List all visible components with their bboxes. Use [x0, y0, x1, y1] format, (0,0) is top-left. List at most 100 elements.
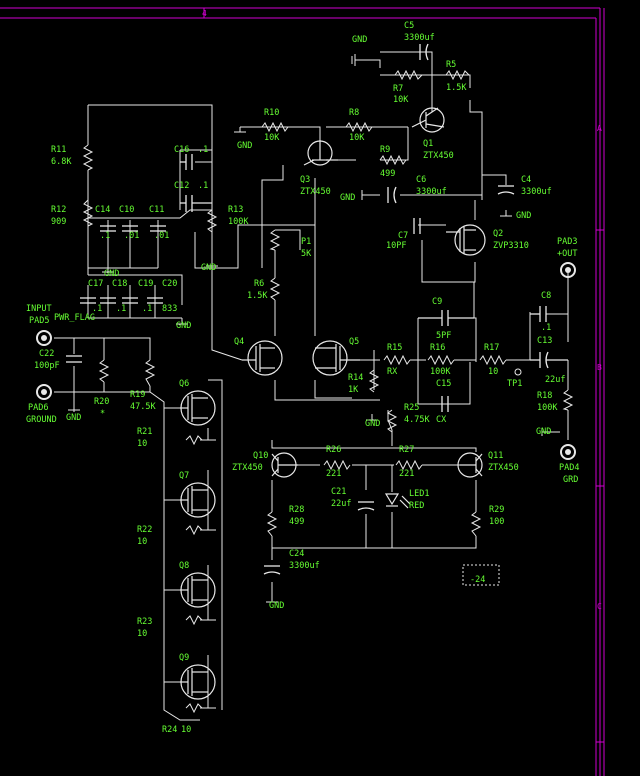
component-label: C4	[521, 175, 531, 185]
component-label: R6	[254, 279, 264, 289]
border-row-a: A	[597, 124, 602, 133]
component-label: C15	[436, 379, 451, 389]
component-label: 221	[399, 469, 414, 479]
c20-capacitor	[147, 297, 163, 304]
c18-capacitor	[100, 297, 116, 304]
component-label: .1	[142, 304, 152, 314]
component-label: .1	[92, 304, 102, 314]
r16-resistor	[427, 354, 455, 366]
q8-mosfet	[180, 572, 216, 608]
q6-mosfet	[180, 390, 216, 426]
q10-transistor	[271, 452, 298, 478]
q9-mosfet	[180, 664, 216, 700]
component-label: R10	[264, 108, 279, 118]
component-label: Q5	[349, 337, 359, 347]
component-label: R16	[430, 343, 445, 353]
component-label: .01	[154, 231, 169, 241]
wires	[54, 51, 569, 721]
c21-capacitor	[357, 501, 375, 511]
q11-transistor	[457, 452, 483, 478]
pad3-terminal	[560, 262, 576, 278]
r13-resistor	[206, 209, 218, 233]
r6-resistor	[269, 277, 281, 301]
component-label: 10PF	[386, 241, 406, 251]
component-label: 499	[289, 517, 304, 527]
component-label: 1K	[348, 385, 359, 395]
pads	[36, 262, 576, 460]
component-label: 833	[162, 304, 177, 314]
component-label: Q4	[234, 337, 244, 347]
component-label: R15	[387, 343, 402, 353]
q3-transistor	[303, 140, 338, 166]
component-label: R27	[399, 445, 414, 455]
component-label: 100K	[537, 403, 558, 413]
r26-resistor	[323, 459, 351, 471]
component-label: GND	[269, 601, 284, 611]
c19-capacitor	[122, 297, 138, 304]
q5-mosfet	[312, 340, 360, 376]
c22-capacitor	[66, 355, 82, 363]
r25-resistor	[386, 409, 398, 433]
component-label: RED	[409, 501, 424, 511]
resistors	[82, 69, 574, 714]
transistors	[180, 107, 486, 700]
pad4-terminal	[560, 444, 576, 460]
component-label: *	[100, 409, 105, 419]
pad5-terminal	[36, 330, 52, 346]
r29-resistor	[470, 511, 482, 537]
component-label: GND	[66, 413, 81, 423]
component-label: .01	[124, 231, 139, 241]
component-label: 1.5K	[247, 291, 268, 301]
c17-capacitor	[80, 297, 96, 304]
component-label: 10	[181, 725, 191, 735]
c10-capacitor	[122, 225, 138, 232]
component-label: -24	[470, 575, 485, 585]
component-label: R12	[51, 205, 66, 215]
component-label: GND	[536, 427, 551, 437]
component-label: RX	[387, 367, 398, 377]
r9-resistor	[379, 154, 407, 166]
component-label: C24	[289, 549, 304, 559]
component-label: 100K	[430, 367, 451, 377]
c8-capacitor	[530, 306, 547, 322]
component-label: R23	[137, 617, 152, 627]
r11-resistor	[82, 144, 94, 171]
component-label: 909	[51, 217, 66, 227]
component-label: +OUT	[557, 249, 577, 259]
component-label: GND	[104, 269, 119, 279]
component-label: R13	[228, 205, 243, 215]
component-label: Q8	[179, 561, 189, 571]
component-label: GND	[365, 419, 380, 429]
component-label: Q1	[423, 139, 433, 149]
component-label: 5PF	[436, 331, 451, 341]
border-row-c: C	[597, 602, 602, 611]
component-label: R7	[393, 84, 403, 94]
capacitors	[66, 43, 568, 575]
component-label: C17	[88, 279, 103, 289]
ground-symbols	[68, 54, 543, 603]
c6-capacitor	[387, 186, 397, 204]
component-label: R8	[349, 108, 359, 118]
q2-mosfet	[446, 224, 486, 256]
component-label: Q10	[253, 451, 268, 461]
r12-resistor	[82, 199, 94, 227]
component-label: C7	[398, 231, 408, 241]
c14-capacitor	[100, 225, 116, 232]
r20-resistor	[98, 359, 110, 383]
component-label: ZTX450	[488, 463, 519, 473]
component-label: Q2	[493, 229, 503, 239]
c15-capacitor	[441, 396, 449, 412]
component-label: 10	[137, 439, 147, 449]
component-label: R26	[326, 445, 341, 455]
component-label: ZTX450	[423, 151, 454, 161]
component-label: C10	[119, 205, 134, 215]
component-label: GND	[340, 193, 355, 203]
component-label: R22	[137, 525, 152, 535]
r15-resistor	[383, 354, 411, 366]
component-label: ZTX450	[300, 187, 331, 197]
component-label: Q11	[488, 451, 503, 461]
component-label: 3300uf	[289, 561, 320, 571]
component-label: GRD	[563, 475, 578, 485]
component-label: .1	[116, 304, 126, 314]
